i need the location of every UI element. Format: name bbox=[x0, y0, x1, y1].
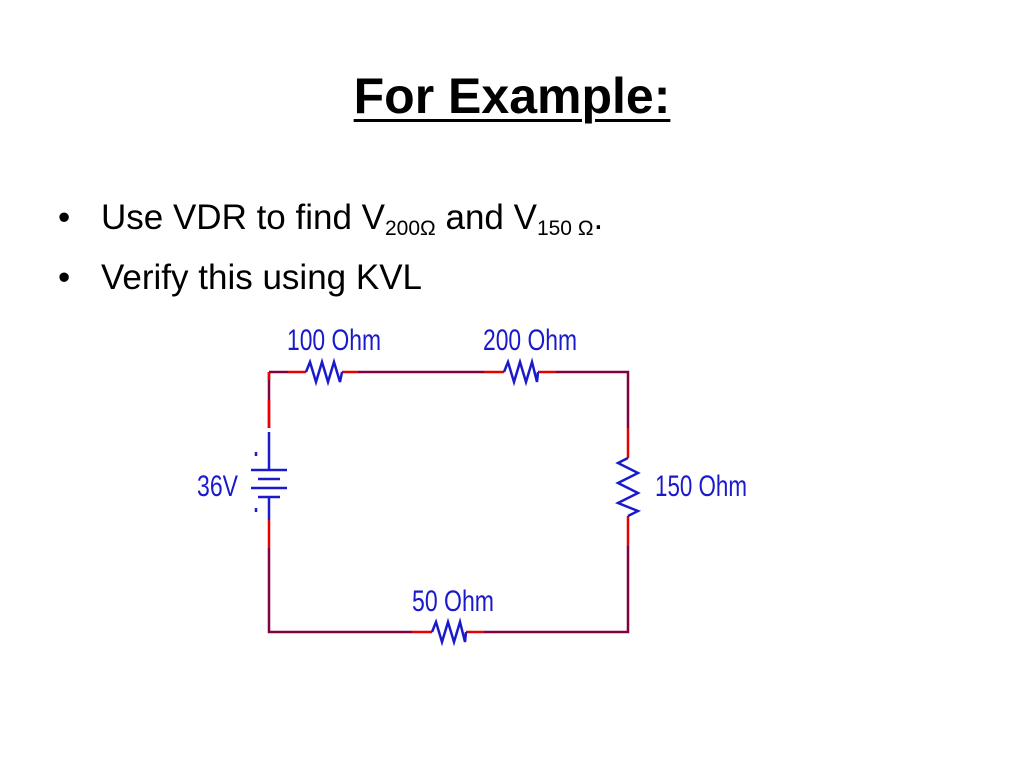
resistor-200-ohm bbox=[502, 357, 540, 387]
label-50-ohm: 50 Ohm bbox=[412, 585, 494, 618]
wire-bottom-left bbox=[267, 548, 412, 634]
bullet-marker: • bbox=[58, 258, 71, 297]
bullet-text: . bbox=[593, 198, 604, 237]
subscript-200-ohm: 200Ω bbox=[385, 217, 436, 240]
bullet-text: Use VDR to find V bbox=[101, 198, 385, 237]
slide-title: For Example: bbox=[0, 64, 1024, 128]
subscript-150-ohm: 150 Ω bbox=[536, 217, 594, 240]
battery-symbol bbox=[251, 432, 287, 520]
resistor-150-ohm bbox=[614, 456, 642, 518]
label-200-ohm: 200 Ohm bbox=[483, 324, 577, 357]
bullet-text: and V bbox=[435, 198, 537, 237]
bullet-marker: • bbox=[58, 198, 71, 237]
bullet-text: Verify this using KVL bbox=[101, 258, 422, 297]
resistor-100-ohm bbox=[304, 357, 344, 387]
slide-title-text: For Example: bbox=[353, 68, 671, 124]
label-36v: 36V bbox=[197, 470, 238, 503]
bullet-item-kvl: • Verify this using KVL bbox=[58, 248, 603, 308]
terminal-stubs bbox=[267, 370, 630, 634]
bullet-list: • Use VDR to find V200Ω and V150 Ω. • Ve… bbox=[58, 188, 603, 308]
label-100-ohm: 100 Ohm bbox=[287, 324, 381, 357]
bullet-item-vdr: • Use VDR to find V200Ω and V150 Ω. bbox=[58, 188, 603, 248]
wire-right-lower bbox=[484, 546, 630, 634]
label-150-ohm: 150 Ohm bbox=[655, 470, 747, 503]
wire-top-right bbox=[556, 370, 630, 428]
resistor-50-ohm bbox=[430, 617, 468, 647]
